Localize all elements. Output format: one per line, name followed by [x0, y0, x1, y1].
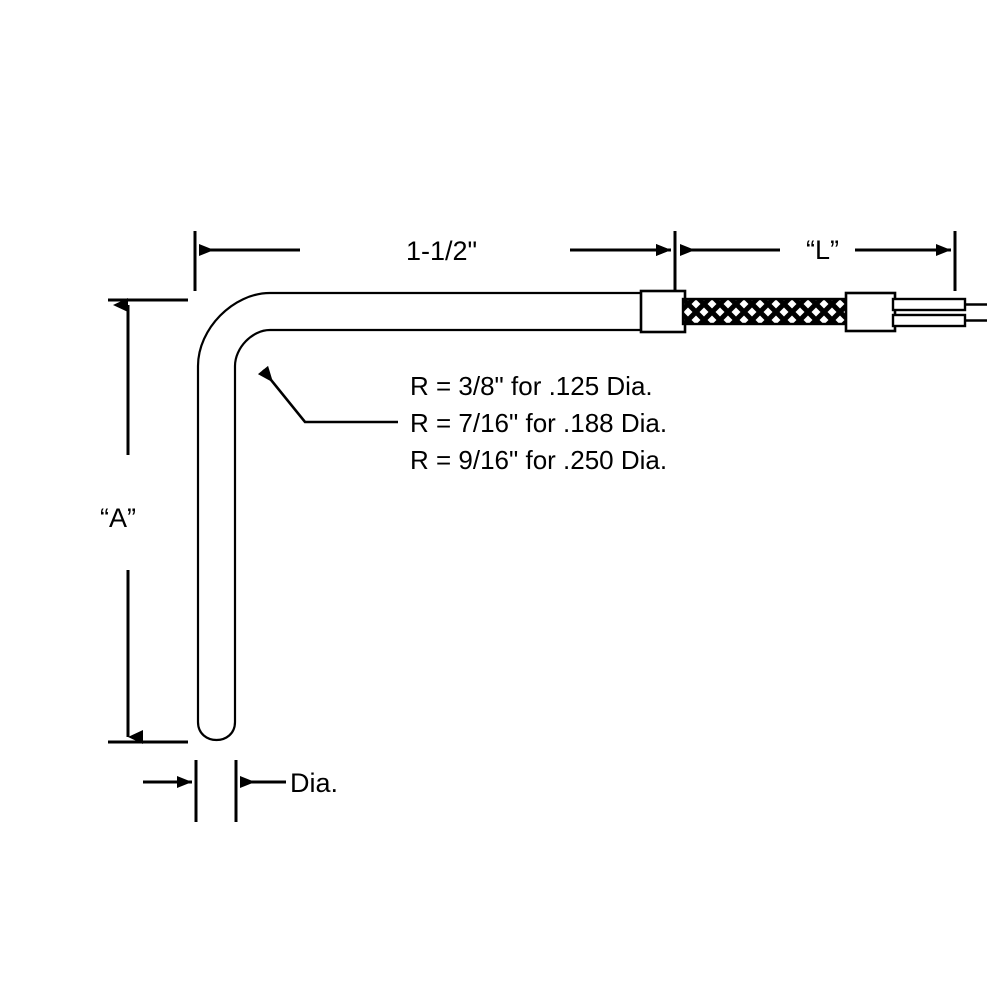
dimension-label-sheath-diameter: Dia.: [290, 768, 338, 798]
dimension-vertical-leg: [108, 298, 188, 744]
dimension-horizontal-leg: [193, 231, 677, 291]
dimension-label-vertical-leg: “A”: [100, 503, 136, 533]
dimension-lead-length: [645, 231, 957, 291]
dimension-sheath-diameter: [143, 760, 286, 822]
note-radius-line-3: R = 9/16" for .250 Dia.: [410, 445, 667, 475]
bend-radius-leader: [257, 365, 398, 424]
transition-fitting: [639, 289, 687, 334]
dimension-label-lead-length: “L”: [806, 235, 839, 265]
braided-cable-jacket: [681, 297, 850, 326]
junction-block: [844, 291, 897, 333]
note-radius-line-1: R = 3/8" for .125 Dia.: [410, 371, 653, 401]
lead-wires: [891, 297, 987, 328]
probe-sheath: [196, 291, 685, 742]
note-radius-line-2: R = 7/16" for .188 Dia.: [410, 408, 667, 438]
dimension-label-horizontal-leg: 1-1/2": [406, 236, 477, 266]
